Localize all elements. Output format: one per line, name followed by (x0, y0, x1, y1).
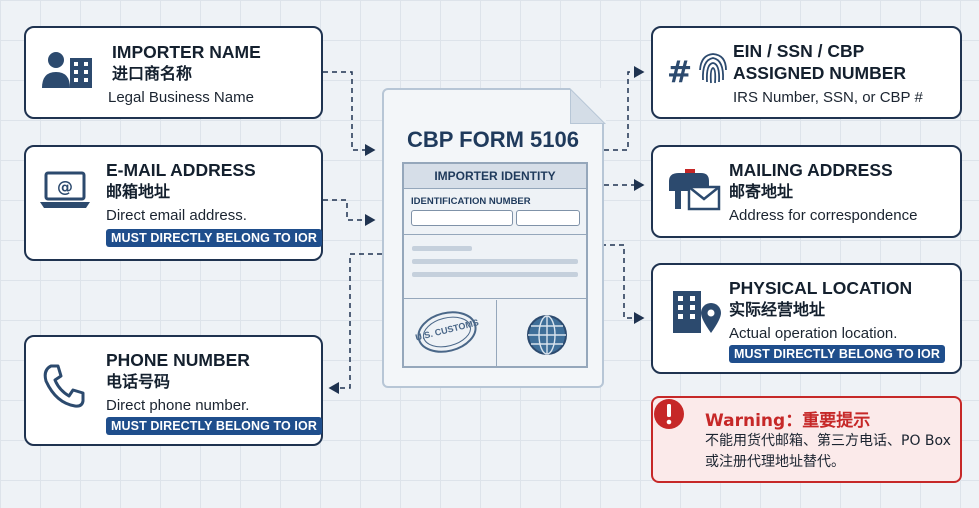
phone-cn: 电话号码 (106, 372, 171, 391)
cbp-form-document: CBP FORM 5106 IMPORTER IDENTITY IDENTIFI… (382, 88, 604, 388)
physical-cn: 实际经营地址 (729, 300, 826, 319)
email-badge: MUST DIRECTLY BELONG TO IOR (106, 229, 322, 247)
importer-name-card: IMPORTER NAME 进口商名称 Legal Business Name (24, 26, 323, 119)
form-divider-2 (404, 298, 586, 299)
importer-name-title: IMPORTER NAME (112, 42, 261, 62)
phone-card: PHONE NUMBER 电话号码 Direct phone number. M… (24, 335, 323, 446)
email-desc: Direct email address. (106, 207, 247, 224)
ein-title-line1: EIN / SSN / CBP (733, 41, 865, 61)
phone-desc: Direct phone number. (106, 397, 250, 414)
ein-card: # EIN / SSN / CBP ASSIGNED NUMBER IRS Nu… (651, 26, 962, 119)
email-card: @ E-MAIL ADDRESS 邮箱地址 Direct email addre… (24, 145, 323, 261)
mailing-cn: 邮寄地址 (729, 182, 794, 201)
physical-badge: MUST DIRECTLY BELONG TO IOR (729, 345, 945, 363)
form-title: CBP FORM 5106 (407, 127, 579, 152)
form-divider-vertical (496, 300, 497, 368)
mailing-title: MAILING ADDRESS (729, 160, 893, 180)
physical-title: PHYSICAL LOCATION (729, 278, 913, 298)
svg-text:@: @ (57, 177, 73, 196)
connector-email (323, 199, 376, 226)
phone-icon (42, 363, 86, 414)
physical-location-card: PHYSICAL LOCATION 实际经营地址 Actual operatio… (651, 263, 962, 374)
ein-desc: IRS Number, SSN, or CBP # (733, 89, 923, 106)
customs-stamp: U.S. CUSTOMS (414, 306, 480, 358)
form-text-line-2 (412, 259, 578, 264)
phone-title: PHONE NUMBER (106, 350, 250, 370)
connector-importer (323, 71, 376, 156)
laptop-email-icon: @ (40, 171, 90, 216)
warning-body: 不能用货代邮箱、第三方电话、PO Box或注册代理地址替代。 (705, 433, 951, 470)
form-text-line-1 (412, 246, 472, 251)
form-page-fold (570, 88, 606, 124)
warning-box: Warning：重要提示 不能用货代邮箱、第三方电话、PO Box或注册代理地址… (651, 396, 962, 483)
id-field-right (516, 210, 580, 226)
email-title: E-MAIL ADDRESS (106, 160, 256, 180)
id-field-left (411, 210, 513, 226)
email-cn: 邮箱地址 (106, 182, 171, 201)
mailbox-envelope-icon (667, 165, 721, 218)
mailing-desc: Address for correspondence (729, 207, 918, 224)
exclamation-icon (653, 398, 960, 435)
form-divider-1 (404, 234, 586, 235)
phone-badge: MUST DIRECTLY BELONG TO IOR (106, 417, 322, 435)
ein-title-line2: ASSIGNED NUMBER (733, 63, 907, 83)
importer-name-cn: 进口商名称 (112, 64, 193, 83)
id-label: IDENTIFICATION NUMBER (411, 196, 531, 207)
mailing-card: MAILING ADDRESS 邮寄地址 Address for corresp… (651, 145, 962, 238)
importer-name-desc: Legal Business Name (108, 89, 254, 106)
form-text-line-3 (412, 272, 578, 277)
hash-fingerprint-icon: # (667, 52, 729, 93)
globe-icon (526, 314, 568, 361)
physical-desc: Actual operation location. (729, 325, 898, 342)
connector-phone (328, 253, 382, 394)
building-location-icon (671, 287, 721, 340)
form-section-head: IMPORTER IDENTITY (404, 164, 586, 189)
svg-text:#: # (667, 55, 692, 88)
form-inner-panel: IMPORTER IDENTITY IDENTIFICATION NUMBER … (402, 162, 588, 368)
connector-ein (604, 66, 645, 151)
warning-title: Warning：重要提示 (705, 411, 871, 431)
importer-building-icon (42, 50, 92, 97)
